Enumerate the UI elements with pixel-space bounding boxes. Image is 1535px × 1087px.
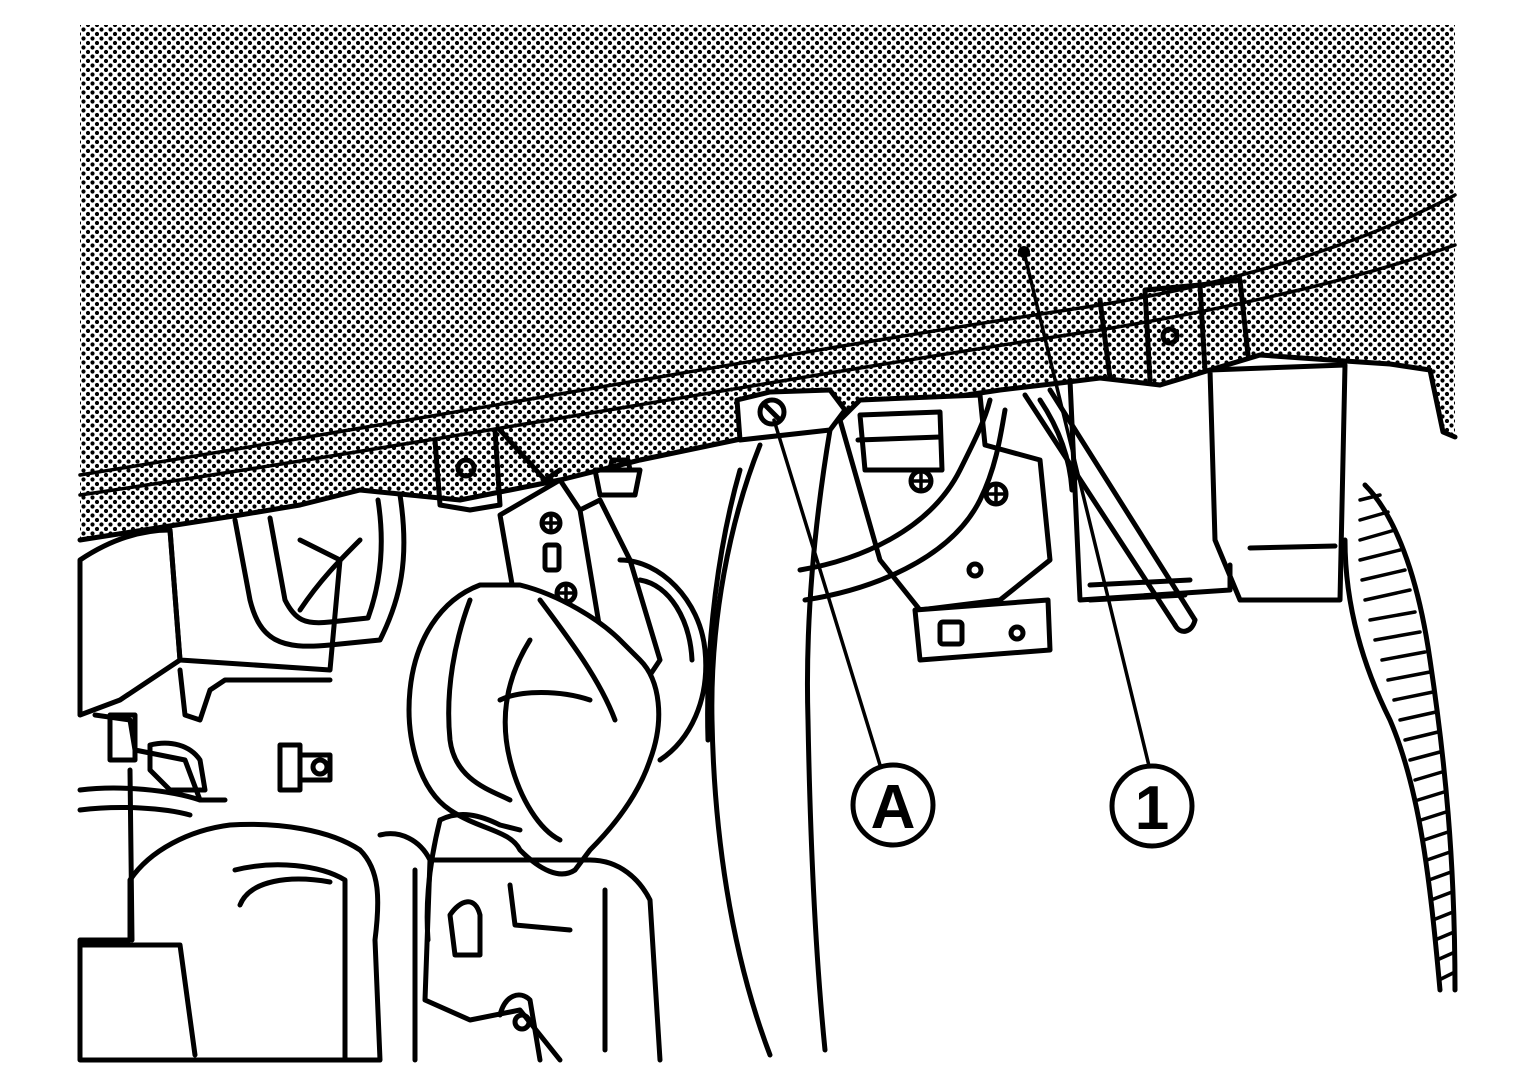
panel-crease-upper bbox=[78, 193, 1457, 477]
floor-console-edge bbox=[77, 942, 198, 1058]
pedal-arm-shadow bbox=[297, 537, 363, 613]
callout-A: A bbox=[850, 762, 936, 848]
boot-fold-2 bbox=[502, 637, 563, 843]
upper-bracket-flange bbox=[497, 427, 563, 483]
switch-body bbox=[107, 712, 138, 763]
lower-hook bbox=[497, 992, 543, 1063]
column-cover-right bbox=[804, 427, 833, 1053]
connector-block bbox=[592, 457, 643, 498]
linkage-bracket bbox=[177, 667, 333, 723]
left-vertical-strut bbox=[167, 527, 343, 673]
callout-A-leader bbox=[772, 418, 882, 767]
harness-tube-lower bbox=[802, 407, 1008, 603]
clip-fastener-shadow bbox=[762, 402, 783, 423]
upper-bracket-hole bbox=[455, 457, 477, 479]
right-duct-line bbox=[1247, 543, 1338, 551]
vertical-guide-left bbox=[127, 767, 135, 943]
duct-lower bbox=[377, 831, 563, 1063]
callout-1-label: 1 bbox=[1135, 774, 1169, 843]
module-lower-hole bbox=[1008, 624, 1026, 642]
module-lower-slot bbox=[937, 619, 965, 647]
pedal-arm-inner bbox=[267, 497, 384, 626]
module-line-1 bbox=[855, 434, 943, 443]
box-tab bbox=[447, 899, 483, 958]
corrugated-harness-left bbox=[1342, 537, 1443, 993]
dashboard-panel bbox=[80, 25, 1455, 540]
cable-left bbox=[77, 785, 203, 818]
switch-plunger bbox=[147, 740, 208, 793]
left-kick-panel bbox=[77, 527, 183, 718]
module-screw-2-cross bbox=[987, 485, 1005, 503]
panel-bracket-right-hole bbox=[1160, 326, 1180, 346]
mount-screw-top bbox=[539, 511, 563, 535]
mount-slot bbox=[542, 542, 562, 573]
boot-fold-4 bbox=[537, 597, 618, 723]
linkage-rod bbox=[92, 712, 228, 803]
callout-1-circle bbox=[1109, 763, 1195, 849]
right-duct bbox=[1207, 362, 1348, 603]
column-cover-left-inner bbox=[705, 467, 743, 743]
module-screw-1 bbox=[908, 468, 934, 494]
mount-screw-bottom-cross bbox=[558, 585, 574, 601]
right-duct-rib-2 bbox=[1087, 592, 1188, 603]
module-lower-plate bbox=[912, 597, 1053, 663]
floor-console bbox=[77, 821, 383, 1063]
upper-bracket-plate bbox=[432, 427, 503, 513]
floor-console-inner bbox=[232, 862, 348, 1063]
module-bracket bbox=[837, 392, 1053, 613]
box-notch bbox=[507, 882, 573, 933]
clip-bracket bbox=[734, 387, 848, 443]
callout-1-anchor-dot bbox=[1018, 246, 1030, 258]
module-screw-2 bbox=[983, 481, 1009, 507]
boot-fold-1 bbox=[446, 597, 513, 803]
right-duct-lower bbox=[1067, 377, 1233, 603]
blower-ring bbox=[637, 577, 695, 663]
harness-upper-left bbox=[437, 812, 523, 833]
cable-rod-upper bbox=[1022, 392, 1178, 628]
column-cover-left bbox=[709, 442, 773, 1058]
module-screw-1-cross bbox=[912, 472, 930, 490]
module-mid-hole bbox=[966, 561, 984, 579]
floor-console-recess bbox=[237, 876, 333, 908]
blower-housing bbox=[617, 557, 709, 763]
panel-crease-lower bbox=[78, 243, 1457, 497]
boot-cover bbox=[406, 582, 662, 877]
lower-hook-hole bbox=[512, 1012, 532, 1032]
pedal-arm-outer bbox=[232, 492, 407, 649]
callout-1-leader bbox=[1022, 250, 1152, 772]
panel-lower-edge bbox=[77, 352, 1458, 543]
boot-fold-3 bbox=[497, 690, 593, 703]
connector-plug bbox=[277, 742, 333, 793]
corrugated-harness-ribs bbox=[1358, 493, 1457, 982]
module-connector bbox=[1037, 397, 1075, 493]
cable-rod-end bbox=[1172, 617, 1198, 634]
box-outline bbox=[427, 857, 663, 1063]
corrugated-harness-right bbox=[1362, 482, 1458, 993]
connector-plug-hole bbox=[310, 757, 330, 777]
harness-down bbox=[424, 817, 443, 943]
callout-A-circle bbox=[850, 762, 936, 848]
right-duct-rib-1 bbox=[1087, 577, 1193, 588]
harness-tube-upper bbox=[797, 397, 993, 573]
callout-1: 1 bbox=[1109, 763, 1195, 849]
callout-A-label: A bbox=[871, 773, 916, 842]
module-window bbox=[857, 409, 945, 473]
panel-bracket-right bbox=[1097, 277, 1251, 383]
mount-screw-top-cross bbox=[543, 515, 559, 531]
